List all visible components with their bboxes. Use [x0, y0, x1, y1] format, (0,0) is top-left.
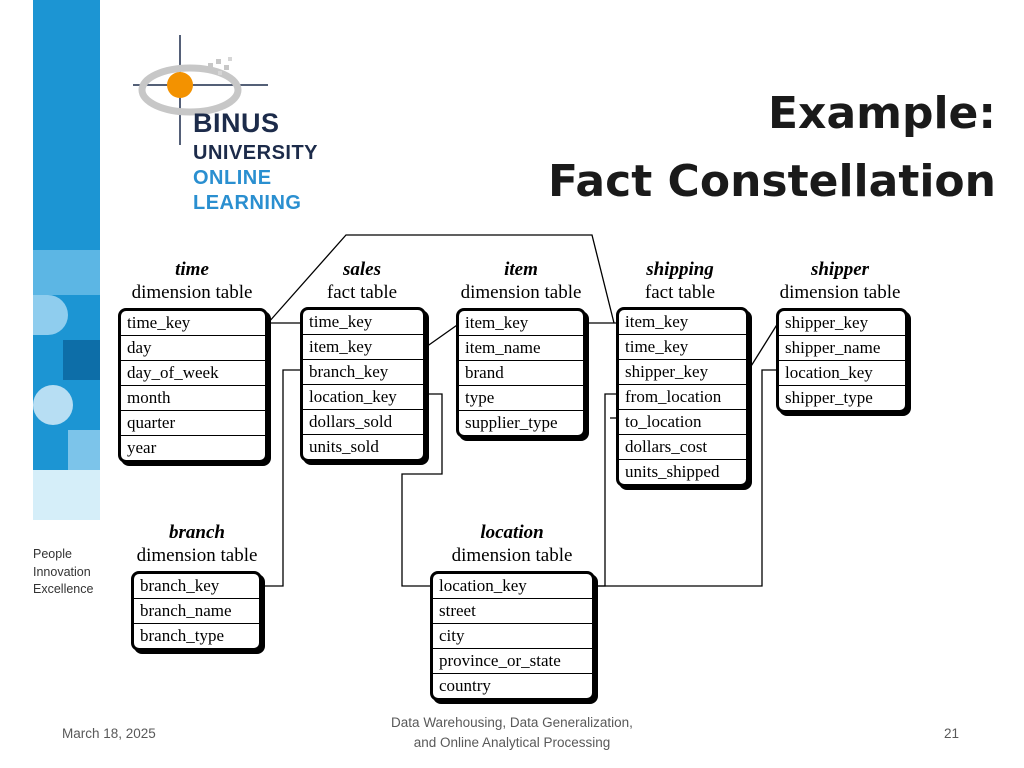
table-row: quarter — [121, 411, 265, 436]
table-row: street — [433, 599, 592, 624]
table-row: branch_key — [134, 574, 259, 599]
time-table-kind: dimension table — [131, 282, 253, 303]
logo-word-online: ONLINE — [193, 167, 272, 189]
shipper-table-header: shipper dimension table — [768, 258, 912, 304]
logo-word-binus: BINUS — [193, 108, 280, 138]
logo-emblem — [133, 35, 268, 145]
item-table-name: item — [504, 259, 538, 280]
branch-table-kind: dimension table — [136, 545, 258, 566]
slide-title: Example: Fact Constellation — [548, 80, 996, 216]
slide-title-line1: Example: — [768, 88, 996, 139]
sales-table-kind: fact table — [326, 282, 398, 303]
sales-table-name: sales — [343, 259, 381, 280]
table-row: branch_name — [134, 599, 259, 624]
table-row: shipper_key — [619, 360, 746, 385]
table-row: item_key — [459, 311, 583, 336]
tagline: People Innovation Excellence — [33, 546, 93, 599]
table-row: year — [127, 438, 157, 457]
table-row: units_sold — [309, 437, 379, 456]
table-row: branch_key — [303, 360, 423, 385]
table-row: type — [459, 386, 583, 411]
sidebar-tile — [68, 430, 100, 470]
sales-fact-table: time_key item_key branch_key location_ke… — [300, 307, 426, 462]
branch-table-header: branch dimension table — [126, 521, 268, 567]
table-row: units_shipped — [625, 462, 720, 481]
shipping-fact-table: item_key time_key shipper_key from_locat… — [616, 307, 749, 487]
table-row: item_key — [619, 310, 746, 335]
footer-course-title: Data Warehousing, Data Generalization, a… — [352, 713, 672, 753]
table-row: shipper_type — [785, 388, 873, 407]
tagline-line: People — [33, 547, 72, 561]
item-table-header: item dimension table — [448, 258, 594, 304]
sidebar-tile — [63, 340, 100, 380]
footer-date: March 18, 2025 — [62, 726, 156, 741]
table-row: item_key — [303, 335, 423, 360]
shipper-table-name: shipper — [810, 259, 870, 280]
sidebar-tile — [33, 250, 100, 295]
location-dimension-table: location_key street city province_or_sta… — [430, 571, 595, 701]
time-table-header: time dimension table — [118, 258, 266, 304]
connector-shipping-location — [595, 393, 617, 587]
table-row: supplier_type — [465, 413, 558, 432]
table-row: shipper_name — [779, 336, 905, 361]
connector-sales-branch — [262, 369, 300, 587]
table-row: to_location — [619, 410, 746, 435]
tagline-line: Excellence — [33, 582, 94, 596]
connector-shipper-location — [595, 369, 778, 587]
connector-time-shipping — [267, 234, 615, 324]
table-row: brand — [459, 361, 583, 386]
sidebar-tile — [33, 385, 73, 425]
shipping-table-kind: fact table — [644, 282, 716, 303]
sales-table-header: sales fact table — [300, 258, 424, 304]
sidebar-stripe — [33, 0, 100, 520]
connector-sales-location — [401, 393, 443, 587]
location-table-kind: dimension table — [451, 545, 573, 566]
binus-logo: BINUS UNIVERSITY ONLINE LEARNING — [128, 35, 338, 220]
table-row: dollars_cost — [619, 435, 746, 460]
time-dimension-table: time_key day day_of_week month quarter y… — [118, 308, 268, 463]
shipper-dimension-table: shipper_key shipper_name location_key sh… — [776, 308, 908, 413]
logo-word-learning: LEARNING — [193, 192, 302, 214]
page-number: 21 — [944, 726, 960, 741]
branch-table-name: branch — [169, 522, 225, 543]
table-row: country — [439, 676, 491, 695]
location-table-header: location dimension table — [440, 521, 584, 567]
item-table-kind: dimension table — [460, 282, 582, 303]
logo-word-university: UNIVERSITY — [193, 142, 319, 164]
sidebar-tile — [33, 470, 100, 520]
footer-course-line1: Data Warehousing, Data Generalization, — [391, 715, 633, 730]
time-table-name: time — [175, 259, 209, 280]
table-row: location_key — [303, 385, 423, 410]
table-row: month — [121, 386, 265, 411]
shipping-table-header: shipping fact table — [612, 258, 748, 304]
table-row: item_name — [459, 336, 583, 361]
table-row: day_of_week — [121, 361, 265, 386]
sidebar-tile — [33, 295, 68, 335]
table-row: location_key — [779, 361, 905, 386]
table-row: from_location — [619, 385, 746, 410]
table-row: branch_type — [140, 626, 225, 645]
table-row: time_key — [121, 311, 265, 336]
table-row: province_or_state — [433, 649, 592, 674]
table-row: time_key — [619, 335, 746, 360]
table-row: time_key — [303, 310, 423, 335]
tagline-line: Innovation — [33, 564, 91, 579]
table-row: day — [121, 336, 265, 361]
shipper-table-kind: dimension table — [779, 282, 901, 303]
shipping-table-name: shipping — [646, 259, 714, 280]
connector-sales-item — [425, 322, 461, 348]
connector-shipping-shipper — [747, 322, 779, 372]
table-row: dollars_sold — [303, 410, 423, 435]
slide-title-line2: Fact Constellation — [547, 156, 996, 207]
item-dimension-table: item_key item_name brand type supplier_t… — [456, 308, 586, 438]
table-row: shipper_key — [779, 311, 905, 336]
table-row: city — [433, 624, 592, 649]
location-table-name: location — [480, 522, 544, 543]
footer-course-line2: and Online Analytical Processing — [413, 735, 611, 750]
table-row: location_key — [433, 574, 592, 599]
branch-dimension-table: branch_key branch_name branch_type — [131, 571, 262, 651]
